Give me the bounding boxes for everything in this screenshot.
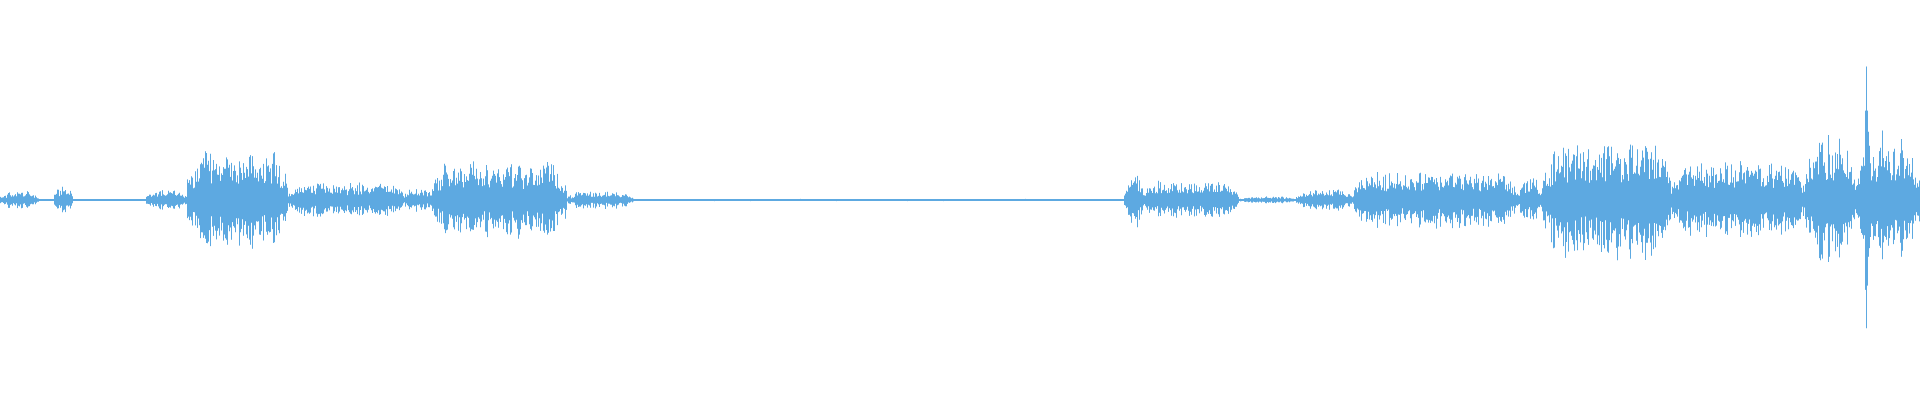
waveform-bars	[0, 66, 1920, 329]
waveform-path	[0, 66, 1920, 329]
